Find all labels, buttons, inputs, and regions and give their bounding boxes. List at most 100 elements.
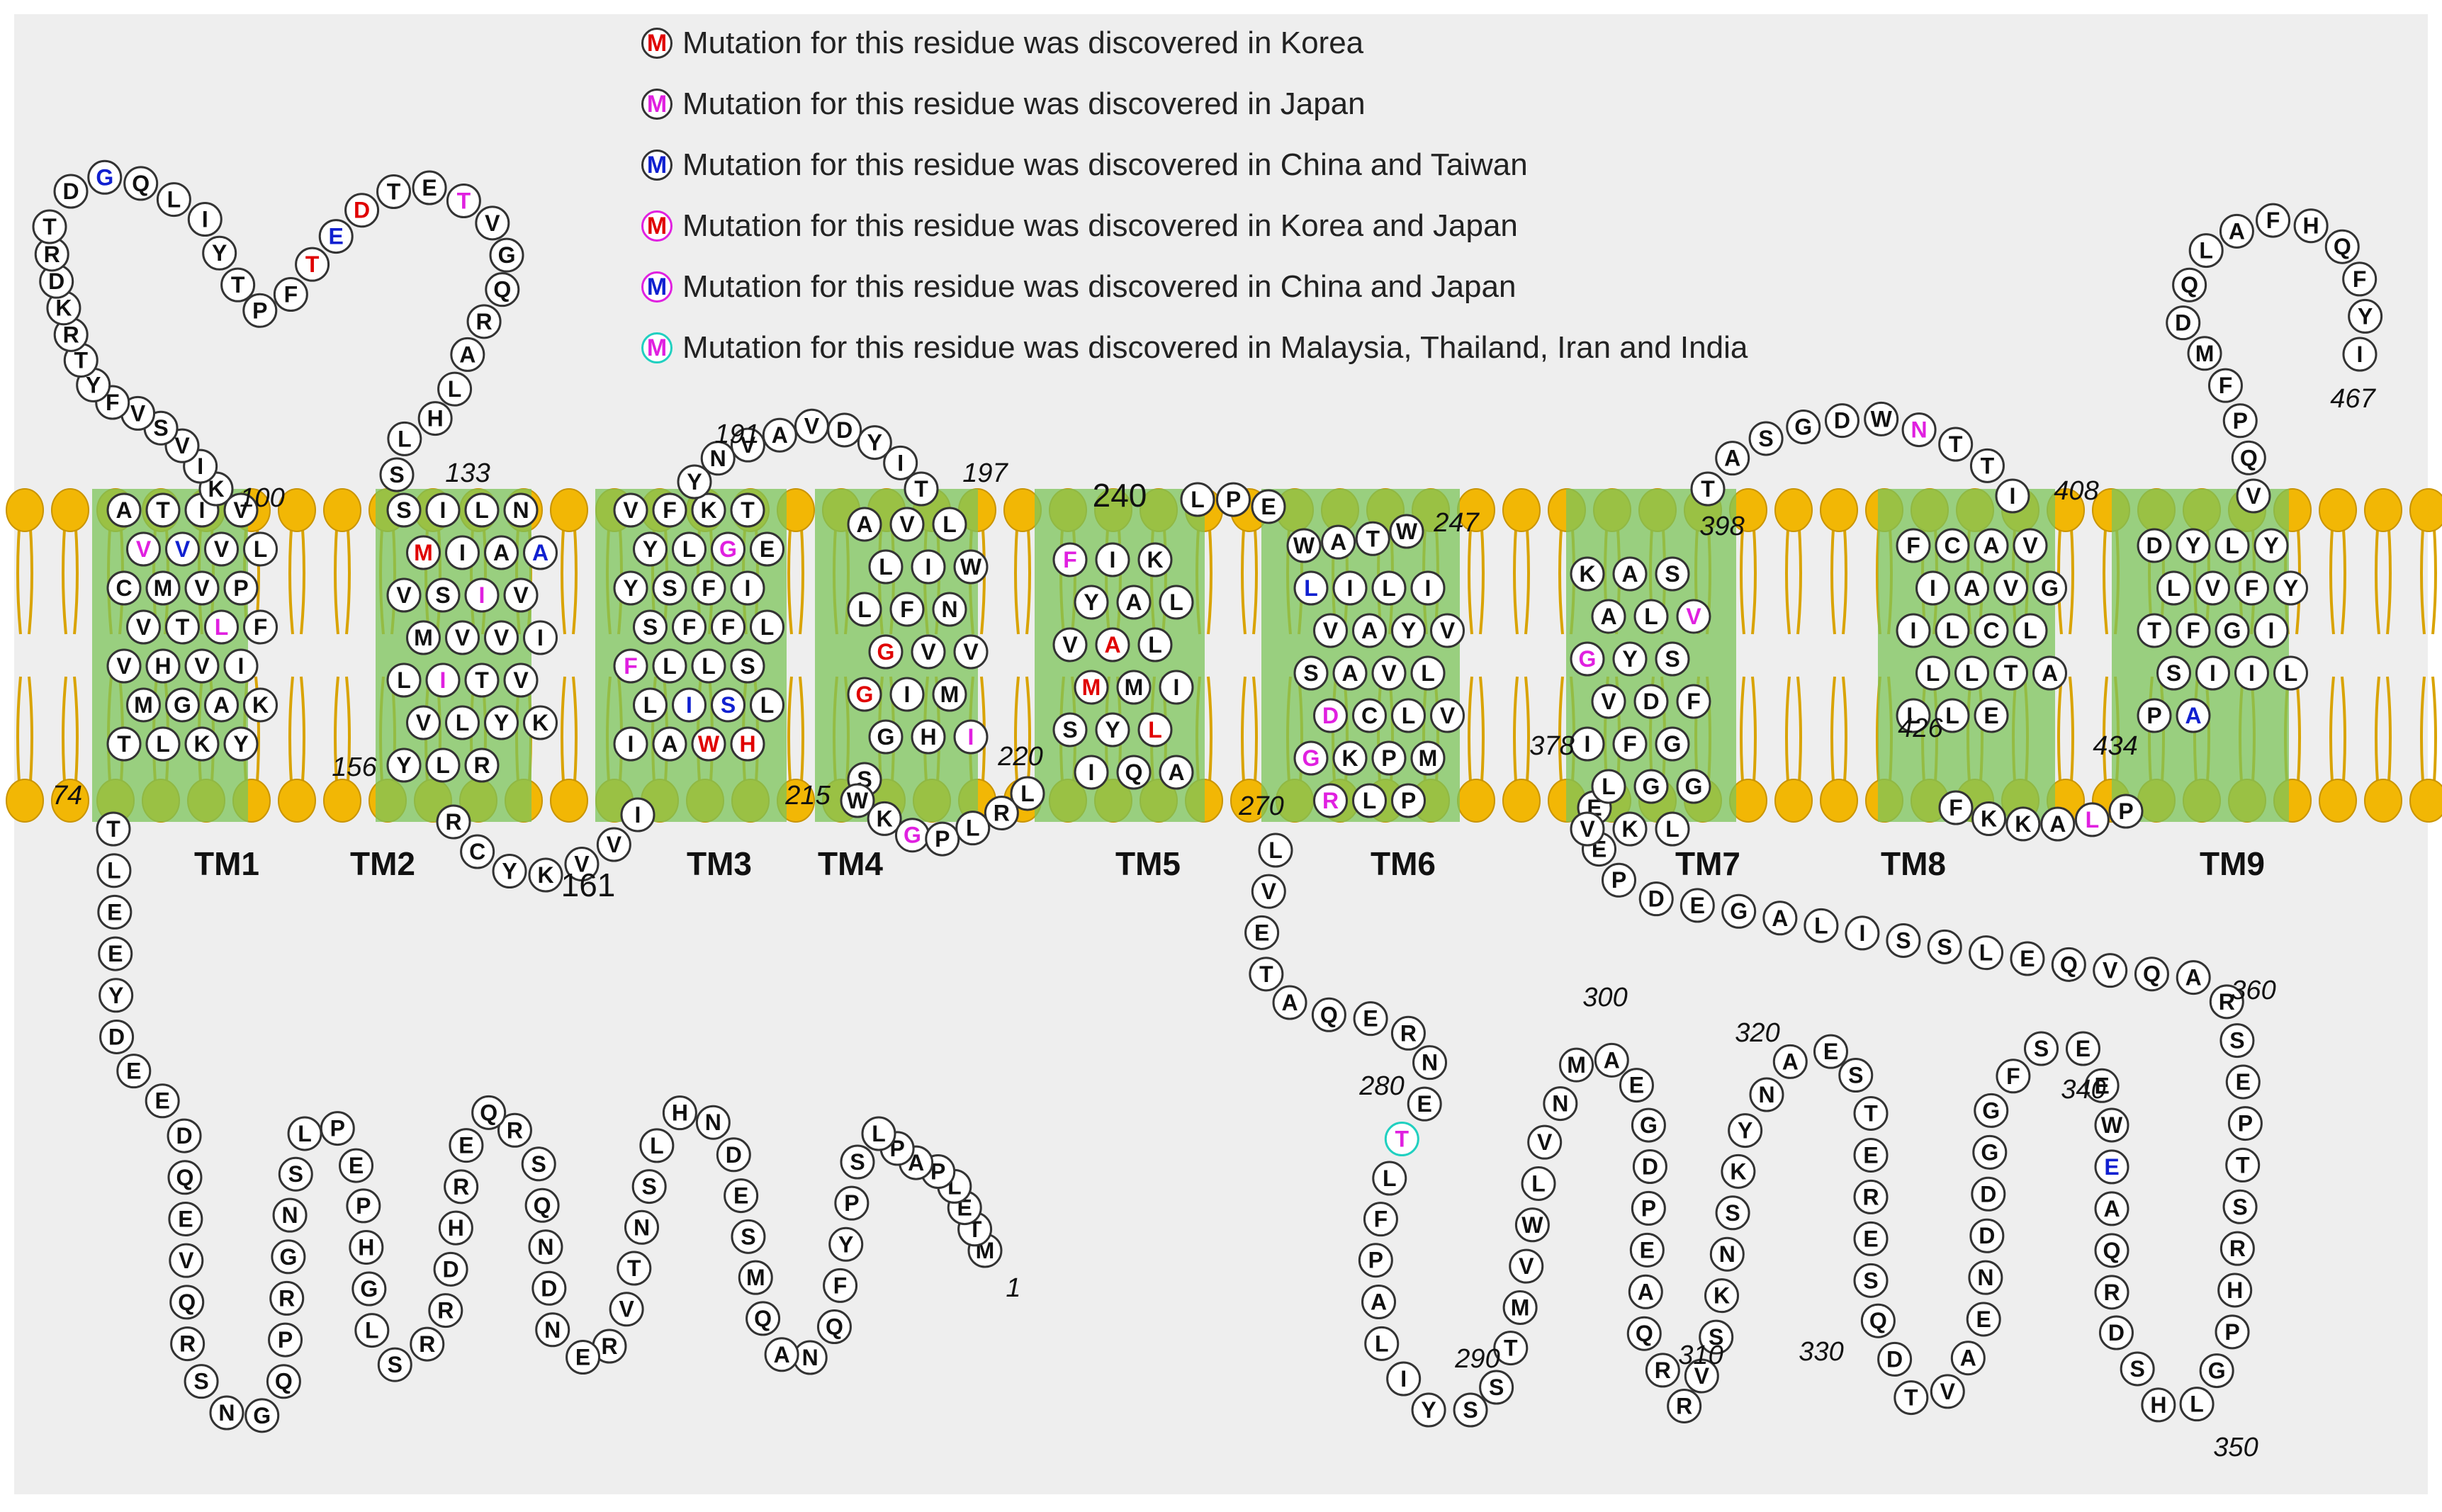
residue: F [2256, 203, 2291, 238]
residue-letter: T [74, 347, 88, 373]
residue-letter: L [1382, 575, 1396, 601]
residue-letter: N [282, 1202, 298, 1228]
residue-letter: L [1926, 660, 1940, 686]
residue-letter: H [427, 406, 444, 431]
residue: S [652, 570, 687, 606]
residue: V [911, 634, 946, 670]
residue-letter: A [1960, 1345, 1976, 1371]
residue: L [386, 662, 422, 698]
residue-letter: L [1020, 781, 1035, 806]
residue-letter: L [1148, 717, 1162, 743]
residue: V [386, 577, 422, 613]
residue: P [1601, 862, 1636, 898]
residue-letter: W [960, 554, 982, 580]
residue-letter: Q [826, 1314, 843, 1340]
residue-letter: H [2303, 213, 2319, 239]
residue-letter: F [1949, 795, 1963, 820]
residue: I [911, 549, 946, 585]
residue: E [1251, 489, 1286, 524]
residue-letter: Q [480, 1100, 497, 1125]
residue-letter: T [2004, 660, 2018, 686]
residue: I [2253, 613, 2289, 648]
residue: S [2219, 1023, 2255, 1059]
residue-letter: K [1341, 745, 1358, 771]
residue: C [1352, 698, 1387, 733]
residue-letter: L [298, 1121, 312, 1146]
residue: L [1372, 1161, 1407, 1196]
residue: G [868, 634, 904, 670]
residue-letter: G [1640, 1112, 1658, 1138]
residue: S [184, 1364, 219, 1399]
position-number: 290 [1454, 1344, 1499, 1374]
residue: W [1864, 401, 1899, 436]
residue-letter: L [2199, 238, 2213, 264]
residue: E [1244, 915, 1280, 950]
residue: H [2217, 1273, 2253, 1308]
residue-letter: Q [1125, 760, 1143, 785]
residue-letter: H [672, 1100, 688, 1126]
residue: A [1954, 570, 1989, 606]
residue: L [1896, 698, 1931, 733]
residue-letter: G [498, 242, 516, 268]
residue: P [1215, 482, 1251, 517]
residue: I [1332, 570, 1368, 606]
residue: P [1391, 783, 1426, 818]
residue-letter: W [1396, 519, 1418, 544]
residue-letter: V [1440, 618, 1456, 643]
residue: F [1938, 790, 1974, 825]
residue: H [662, 1095, 697, 1131]
residue: A [1361, 1285, 1397, 1320]
residue-letter: I [745, 575, 751, 601]
residue-letter: W [698, 731, 720, 757]
residue-letter: D [62, 179, 79, 204]
residue: K [1721, 1153, 1756, 1189]
residue: P [2108, 794, 2144, 829]
residue: L [1935, 613, 1970, 648]
residue-letter: G [1730, 898, 1748, 924]
residue: I [672, 687, 707, 723]
residue: S [379, 457, 415, 492]
position-number: 161 [561, 867, 616, 903]
residue-letter: Y [623, 575, 638, 601]
residue-letter: E [1823, 1039, 1838, 1064]
residue-letter: Y [396, 752, 411, 778]
residue: T [220, 267, 256, 303]
residue: R [428, 1293, 463, 1328]
residue-letter: T [1395, 1127, 1410, 1152]
residue: Y [1612, 641, 1648, 677]
residue: V [2195, 570, 2230, 606]
residue-letter: R [476, 309, 493, 334]
residue-letter: D [108, 1024, 125, 1049]
residue: V [475, 205, 510, 241]
residue-letter: E [1363, 1006, 1378, 1032]
residue-letter: D [726, 1142, 742, 1168]
residue-letter: T [231, 272, 245, 298]
residue: A [1591, 599, 1626, 634]
position-number: 100 [240, 483, 284, 513]
residue: F [1996, 1059, 2031, 1094]
residue-letter: L [650, 1133, 664, 1158]
residue: V [889, 507, 925, 542]
residue: D [1971, 1176, 2006, 1212]
position-number: 247 [1433, 508, 1480, 538]
residue: P [2137, 698, 2172, 733]
residue: L [1969, 935, 2004, 971]
residue: A [484, 535, 519, 570]
residue-letter: M [134, 692, 153, 718]
residue-letter: K [208, 476, 224, 502]
residue-letter: T [176, 614, 190, 640]
residue: R [34, 237, 69, 272]
residue: L [652, 648, 687, 684]
residue: D [433, 1251, 468, 1287]
residue: G [1972, 1134, 2008, 1170]
position-number: 74 [52, 781, 82, 811]
residue-letter: Y [2283, 575, 2298, 601]
residue: N [1968, 1260, 2003, 1295]
residue: S [1699, 1319, 1734, 1355]
residue: A [204, 687, 239, 723]
residue: H [2293, 208, 2329, 244]
residue: M [145, 570, 181, 606]
residue: N [1543, 1086, 1578, 1122]
residue-letter: Y [502, 859, 517, 884]
